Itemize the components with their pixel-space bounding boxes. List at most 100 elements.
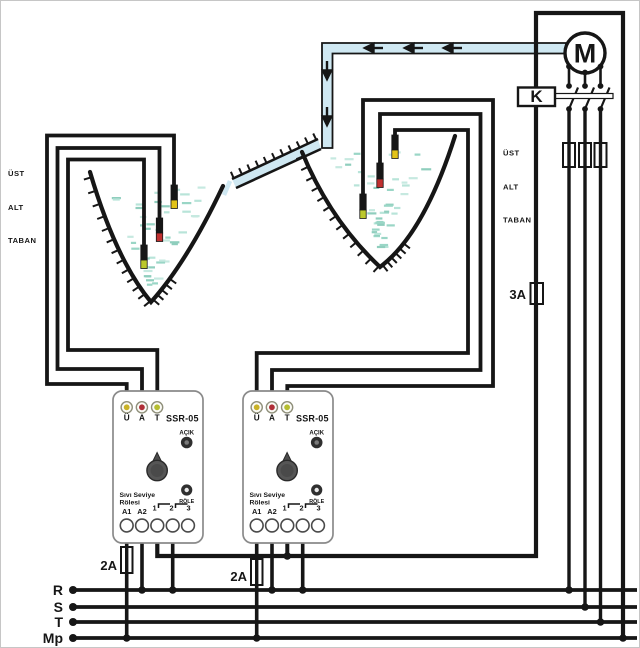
output-led-label: RÖLE [179, 498, 194, 505]
flow-arrow-down-1 [320, 61, 334, 82]
led-label-u: Ü [254, 413, 260, 423]
flow-arrow-left-2 [402, 41, 423, 55]
bus-terminals [69, 586, 77, 642]
well2-ust-wire [254, 128, 470, 396]
well2-ust-probe [391, 134, 399, 159]
well2-hatching [295, 155, 380, 273]
led-label-t: T [155, 414, 160, 423]
terminal-1[interactable] [280, 518, 295, 533]
terminal-a2[interactable] [134, 518, 150, 533]
led-alt [139, 404, 145, 411]
contactor-linkage-bar [554, 92, 614, 100]
led-label-a: A [269, 414, 275, 423]
bus-label-mp: Mp [43, 630, 63, 646]
water-stream [221, 180, 233, 196]
well-2-outline [299, 133, 458, 270]
terminals [249, 518, 326, 533]
terminal-3[interactable] [180, 518, 196, 533]
led-ust [253, 404, 260, 411]
device-name-line1: Sıvı Seviye [250, 492, 286, 499]
well2-hatching-bottom [381, 242, 411, 272]
contact-diagram [287, 503, 318, 508]
flow-arrow-down-2 [320, 107, 334, 128]
well2-water [330, 151, 432, 249]
left-level-labels: ÜST ALT TABAN [8, 169, 36, 245]
device-name-line2: Rölesi [250, 500, 271, 507]
terminal-label-a1: A1 [122, 507, 131, 516]
terminal-a2[interactable] [264, 518, 280, 533]
terminal-a1[interactable] [119, 518, 134, 533]
right-level-labels: ÜST ALT TABAN [503, 149, 532, 225]
well2-alt-wire [270, 112, 483, 396]
terminal-label-a2: A2 [137, 507, 146, 516]
contactor-contacts [554, 83, 614, 112]
fuses [529, 142, 608, 305]
chute-hatching [229, 133, 318, 179]
well1-ust-wire [45, 133, 176, 396]
terminal-label-a2: A2 [267, 507, 276, 516]
well1-hatching-bottom [152, 277, 177, 306]
terminal-3[interactable] [310, 518, 326, 533]
relay-model-label: SSR-05 [166, 414, 199, 424]
well1-ust-probe [170, 184, 178, 209]
contactor-coil: K [516, 86, 557, 108]
contactor-label: K [530, 87, 543, 106]
power-bus [69, 552, 637, 642]
terminal-label-a1: A1 [252, 507, 261, 516]
well2-alt-probe [376, 162, 384, 188]
level-probes [140, 134, 399, 269]
relay2-fuse-label: 2A [230, 569, 247, 584]
device-name-line1: Sıvı Seviye [120, 492, 156, 499]
left-label-ust: ÜST [8, 169, 25, 178]
sensitivity-knob[interactable] [276, 451, 299, 482]
terminal-2[interactable] [165, 518, 180, 533]
power-led [310, 436, 323, 449]
well1-hatching [83, 176, 151, 307]
terminal-label-1: 1 [282, 504, 286, 513]
water-chute [221, 137, 322, 196]
motor-label: M [574, 39, 597, 69]
bus-label-s: S [54, 599, 63, 615]
relay-model-label: SSR-05 [296, 414, 329, 424]
well1-alt-probe [155, 217, 164, 242]
led-taban [154, 404, 161, 411]
led-taban [284, 404, 290, 411]
power-led [180, 436, 193, 449]
terminal-label-2: 2 [299, 504, 303, 513]
terminal-label-1: 1 [152, 504, 156, 513]
flow-arrow-left-3 [441, 41, 462, 55]
led-label-t: T [285, 414, 290, 423]
output-led [181, 484, 193, 496]
junction-dots [122, 552, 627, 642]
status-leds [250, 400, 294, 414]
contact-diagram [157, 503, 188, 508]
well-1-outline [87, 169, 226, 306]
led-label-u: Ü [124, 413, 130, 423]
output-led-label: RÖLE [309, 498, 324, 505]
power-led-label: AÇIK [179, 431, 194, 437]
terminal-label-3: 3 [316, 504, 320, 513]
terminal-a1[interactable] [249, 518, 264, 533]
left-label-alt: ALT [8, 203, 24, 212]
led-ust [123, 404, 130, 411]
terminal-2[interactable] [295, 518, 310, 533]
bus-label-t: T [54, 614, 63, 630]
terminal-1[interactable] [150, 518, 165, 533]
output-led [311, 484, 323, 496]
well2-taban-wire [285, 98, 495, 396]
well1-alt-wire [55, 146, 162, 396]
power-led-label: AÇIK [309, 431, 324, 437]
device-name-line2: Rölesi [120, 500, 141, 507]
led-label-a: A [139, 414, 145, 423]
led-alt [269, 404, 275, 411]
relay-module-1: Ü A T SSR-05 AÇIK Sıvı Seviye Rölesi RÖL… [112, 390, 204, 544]
status-leds [120, 400, 164, 414]
flow-arrow-left-1 [362, 41, 383, 55]
terminal-label-3: 3 [186, 504, 190, 513]
right-label-taban: TABAN [503, 216, 532, 225]
terminal-label-2: 2 [169, 504, 173, 513]
control-fuse-label: 3A [509, 287, 526, 302]
right-label-ust: ÜST [503, 149, 520, 158]
sensitivity-knob[interactable] [146, 451, 169, 482]
